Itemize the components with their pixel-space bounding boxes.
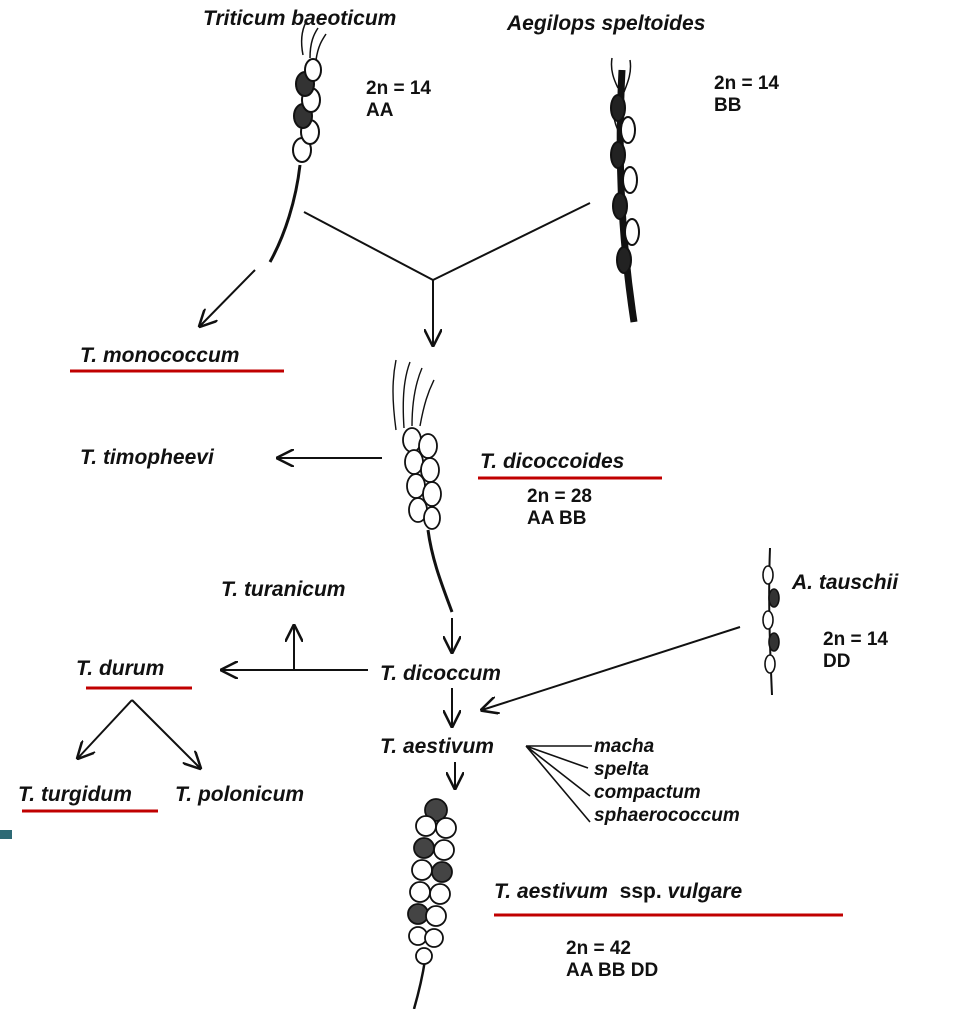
- t-aestivum-vulgare-spike-illustration: [408, 799, 456, 1009]
- aegilops-speltoides-spike-illustration: [611, 58, 639, 322]
- t-monococcum-label: T. monococcum: [80, 344, 239, 368]
- genome-formula: BB: [714, 95, 779, 117]
- arrow-to-monococcum: [200, 270, 255, 326]
- t-durum-label: T. durum: [76, 657, 164, 681]
- variety-compactum: compactum: [594, 781, 740, 804]
- t-aestivum-label: T. aestivum: [380, 735, 494, 759]
- chromosome-count: 2n = 28: [527, 486, 592, 508]
- aegilops-speltoides-label: Aegilops speltoides: [507, 12, 705, 36]
- genome-formula: DD: [823, 651, 888, 673]
- t-dicoccum-label: T. dicoccum: [380, 662, 501, 686]
- slide-edge-accent: [0, 830, 12, 839]
- cross-line-right: [433, 203, 590, 280]
- triticum-baeoticum-genome-info: 2n = 14 AA: [366, 78, 431, 122]
- chromosome-count: 2n = 14: [823, 629, 888, 651]
- t-aestivum-vulgare-label: T. aestivum ssp. vulgare: [494, 880, 742, 904]
- chromosome-count: 2n = 14: [366, 78, 431, 100]
- aestivum-variety-list: macha spelta compactum sphaerococcum: [594, 735, 740, 827]
- t-aestivum-vulgare-genome-info: 2n = 42 AA BB DD: [566, 938, 658, 982]
- t-dicoccoides-spike-illustration: [393, 360, 452, 612]
- variety-macha: macha: [594, 735, 740, 758]
- t-timopheevi-label: T. timopheevi: [80, 446, 214, 470]
- arrow-tauschii-to-aestivum: [482, 627, 740, 710]
- genome-formula: AA BB DD: [566, 960, 658, 982]
- cross-line-left: [304, 212, 433, 280]
- t-dicoccoides-genome-info: 2n = 28 AA BB: [527, 486, 592, 530]
- chromosome-count: 2n = 14: [714, 73, 779, 95]
- a-tauschii-genome-info: 2n = 14 DD: [823, 629, 888, 673]
- ssp-abbrev: ssp.: [620, 880, 662, 903]
- chromosome-count: 2n = 42: [566, 938, 658, 960]
- a-tauschii-spike-illustration: [763, 548, 779, 695]
- arrow-durum-to-turgidum: [78, 700, 132, 758]
- t-turanicum-label: T. turanicum: [221, 578, 345, 602]
- t-polonicum-label: T. polonicum: [175, 783, 304, 807]
- triticum-baeoticum-spike-illustration: [270, 22, 326, 262]
- species-name: T. aestivum: [494, 880, 608, 903]
- genome-formula: AA: [366, 100, 431, 122]
- variety-spelta: spelta: [594, 758, 740, 781]
- subspecies-name: vulgare: [668, 880, 743, 903]
- t-turgidum-label: T. turgidum: [18, 783, 132, 807]
- triticum-baeoticum-label: Triticum baeoticum: [203, 7, 396, 31]
- aegilops-speltoides-genome-info: 2n = 14 BB: [714, 73, 779, 117]
- variety-sphaerococcum: sphaerococcum: [594, 804, 740, 827]
- variety-fan-lines: [526, 746, 592, 822]
- arrow-durum-to-polonicum: [132, 700, 200, 768]
- t-dicoccoides-label: T. dicoccoides: [480, 450, 624, 474]
- a-tauschii-label: A. tauschii: [792, 571, 898, 595]
- genome-formula: AA BB: [527, 508, 592, 530]
